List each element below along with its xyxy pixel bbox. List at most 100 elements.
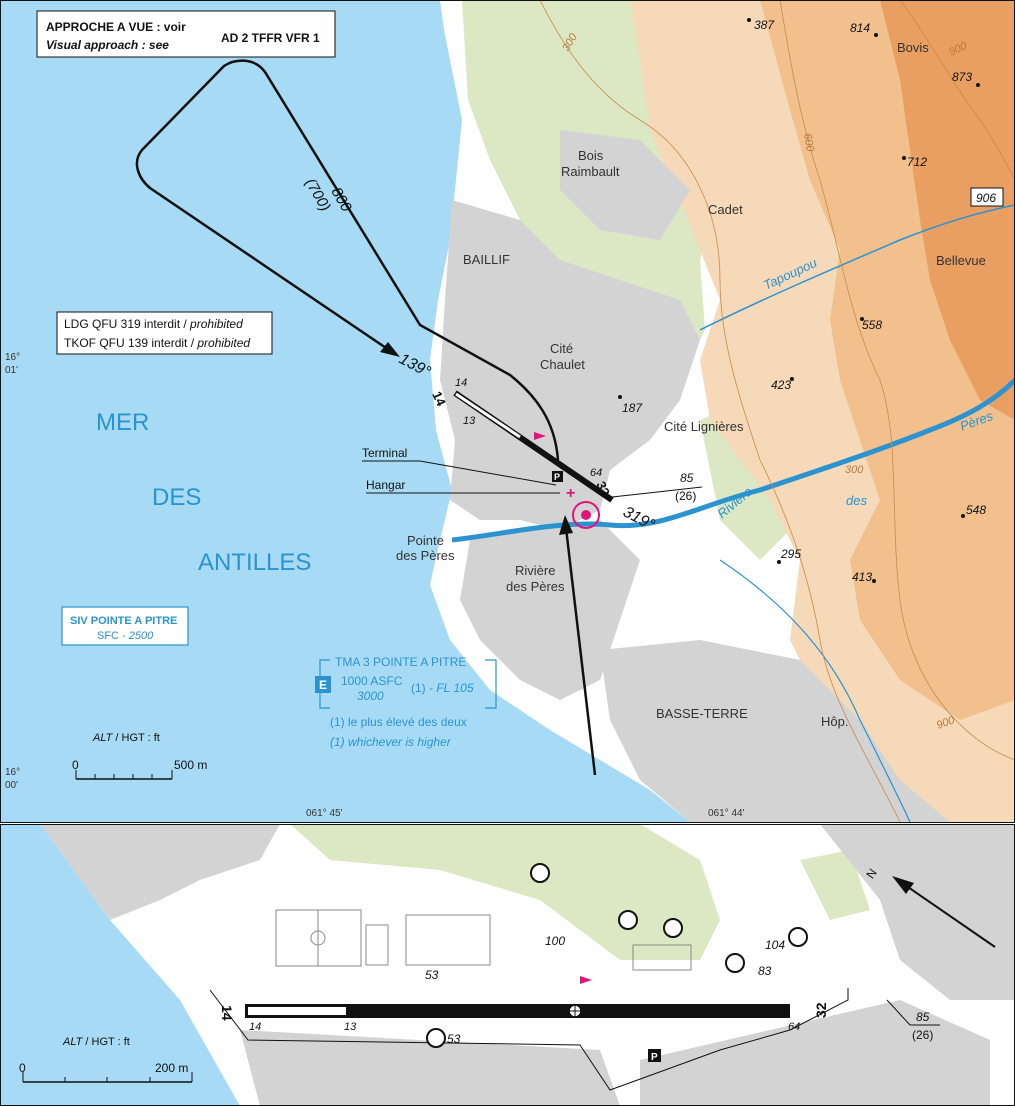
inset-parking-icon: P bbox=[651, 1052, 658, 1063]
place-baillif: BAILLIF bbox=[463, 252, 510, 267]
stream bbox=[699, 204, 1015, 331]
runway-threshold-32: 32 bbox=[593, 479, 613, 498]
obstacle-height: 53 bbox=[447, 1032, 461, 1046]
runway-dist-64: 64 bbox=[590, 467, 602, 479]
siv-box: SIV POINTE A PITRE SFC - 2500 bbox=[61, 606, 189, 646]
inset-scale-zero: 0 bbox=[19, 1061, 26, 1075]
spot-height: 558 bbox=[862, 318, 882, 332]
tma-note-en: (1) whichever is higher bbox=[330, 735, 452, 749]
hill-area bbox=[880, 0, 1015, 420]
spot-height: 712 bbox=[907, 155, 927, 169]
sea-label-antilles: ANTILLES bbox=[198, 549, 311, 576]
lon-1: 061° 45' bbox=[306, 808, 343, 819]
spot-dot bbox=[618, 395, 622, 399]
spot-height: 387 bbox=[754, 18, 775, 32]
inset-elevation-alt: 85 bbox=[916, 1010, 930, 1024]
parking-icon: P bbox=[554, 472, 560, 482]
aerodrome-cross-icon: + bbox=[566, 485, 575, 502]
spot-heights: 387 814 873 712 906 558 423 187 548 295 … bbox=[618, 18, 1004, 584]
inset-elevation-hgt: (26) bbox=[912, 1028, 933, 1042]
place-names: Bois Raimbault Cadet Bovis Bellevue BAIL… bbox=[396, 40, 986, 729]
tree-icon bbox=[788, 927, 808, 947]
place-riviere-des-peres: des Pères bbox=[506, 579, 565, 594]
tree-icon bbox=[530, 863, 550, 883]
fence-line bbox=[209, 988, 849, 1091]
sea-label-mer: MER bbox=[96, 409, 149, 436]
obstacle-height: 100 bbox=[545, 934, 565, 948]
sea-label-des: DES bbox=[152, 484, 201, 511]
spot-height: 873 bbox=[952, 70, 972, 84]
place-cite-lignieres: Cité Lignières bbox=[664, 419, 744, 434]
header-box: APPROCHE A VUE : voir Visual approach : … bbox=[36, 10, 336, 58]
inset-urban bbox=[240, 1030, 620, 1106]
lat-1-deg: 16° bbox=[5, 352, 20, 363]
sports-ground bbox=[405, 914, 491, 966]
scale-zero: 0 bbox=[72, 758, 79, 772]
lon-2: 061° 44' bbox=[708, 808, 745, 819]
place-cadet: Cadet bbox=[708, 202, 743, 217]
tma-upper: (1) - FL 105 bbox=[411, 681, 474, 695]
tkof-restriction: TKOF QFU 139 interdit / prohibited bbox=[64, 336, 250, 350]
place-basse-terre: BASSE-TERRE bbox=[656, 706, 748, 721]
terminal-leader bbox=[419, 460, 557, 486]
circuit-path bbox=[135, 59, 560, 461]
spot-height: 814 bbox=[850, 21, 870, 35]
spot-height: 423 bbox=[771, 378, 791, 392]
spot-height: 413 bbox=[852, 570, 872, 584]
contour-line bbox=[899, 0, 1015, 181]
spot-dot bbox=[872, 579, 876, 583]
spot-dot bbox=[777, 560, 781, 564]
urban-area bbox=[560, 130, 690, 240]
scale-bar-inset: ALT / HGT : ft 0 200 m bbox=[19, 1036, 193, 1083]
spot-dot bbox=[747, 18, 751, 22]
urban-area bbox=[440, 200, 700, 530]
building bbox=[632, 944, 692, 971]
contour-label: 300 bbox=[845, 464, 864, 476]
scale-distance: 500 m bbox=[174, 758, 207, 772]
spot-dot bbox=[860, 317, 864, 321]
inset-sea bbox=[0, 824, 240, 1106]
final-approach-path bbox=[564, 527, 597, 776]
restrictions-box: LDG QFU 319 interdit / prohibited TKOF Q… bbox=[56, 311, 273, 355]
north-arrow bbox=[904, 884, 996, 948]
siv-title: SIV POINTE A PITRE bbox=[70, 615, 177, 627]
parking-icon bbox=[552, 471, 563, 482]
aerodrome-symbol-icon bbox=[572, 501, 600, 529]
tma-lower-1: 1000 ASFC bbox=[341, 674, 403, 688]
place-bois: Bois bbox=[578, 148, 604, 163]
spot-dot bbox=[790, 377, 794, 381]
contour-line bbox=[779, 0, 1015, 761]
inset-green bbox=[800, 850, 870, 920]
inset-parking-icon bbox=[648, 1049, 661, 1062]
inset-elevation-leader bbox=[886, 999, 911, 1026]
tree-icon bbox=[725, 953, 745, 973]
obstacle-height: 53 bbox=[425, 968, 439, 982]
lat-1-min: 01' bbox=[5, 365, 18, 376]
aerodrome-elevation-alt: 85 bbox=[680, 471, 694, 485]
obstacle-height: 104 bbox=[765, 938, 785, 952]
windsock-icon bbox=[534, 432, 546, 440]
inset-dist-14: 14 bbox=[249, 1021, 261, 1033]
runway-displaced-part bbox=[455, 392, 521, 439]
runway-dist-14: 14 bbox=[455, 377, 467, 389]
place-bovis: Bovis bbox=[897, 40, 929, 55]
elevation-leader bbox=[611, 486, 703, 498]
inset-urban bbox=[820, 824, 1015, 1000]
terminal-label: Terminal bbox=[362, 446, 407, 460]
spot-height-box bbox=[970, 187, 1004, 207]
place-bellevue: Bellevue bbox=[936, 253, 986, 268]
river-des-peres bbox=[451, 378, 1015, 543]
tree-icon bbox=[426, 1028, 446, 1048]
inset-windsock-icon bbox=[580, 976, 592, 984]
place-cite-chaulet-1: Cité bbox=[550, 341, 573, 356]
tma-lower-2: 3000 bbox=[357, 689, 384, 703]
runway-dist-13: 13 bbox=[463, 415, 476, 427]
spot-height: 548 bbox=[966, 503, 986, 517]
inset-runway-displaced bbox=[248, 1007, 346, 1015]
ldg-restriction: LDG QFU 319 interdit / prohibited bbox=[64, 317, 243, 331]
inset-urban bbox=[40, 824, 280, 920]
header-ref: AD 2 TFFR VFR 1 bbox=[221, 31, 320, 45]
runway: 14 32 14 13 64 P + bbox=[429, 377, 614, 529]
urban-area bbox=[460, 520, 640, 700]
